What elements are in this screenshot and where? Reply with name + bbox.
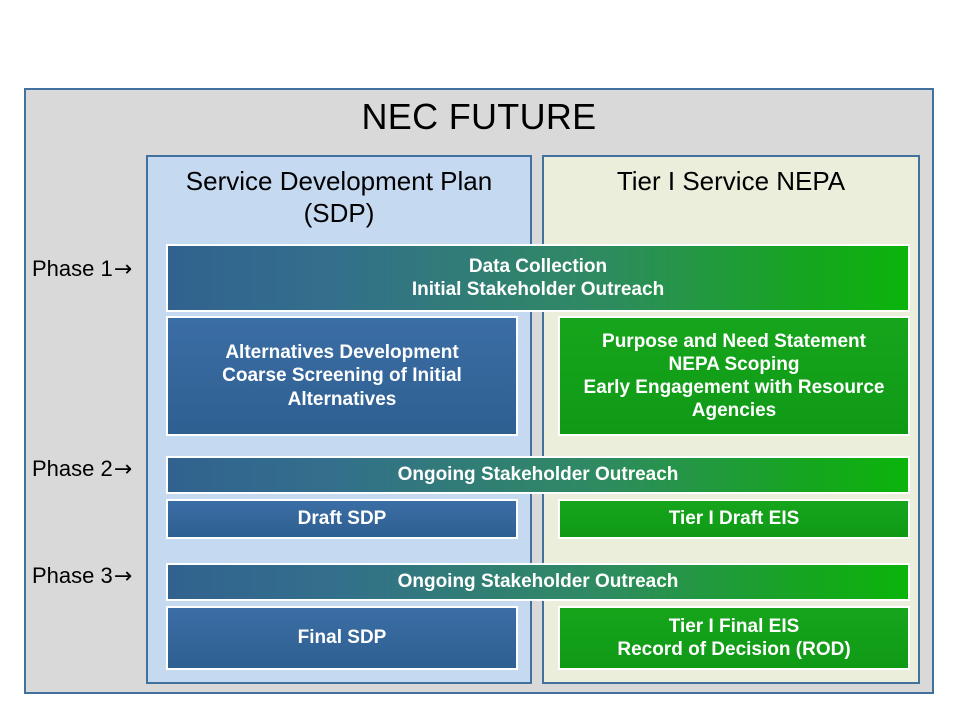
phase-label-1-text: Phase 1 — [32, 256, 113, 281]
arrow-right-icon: → — [113, 457, 133, 482]
arrow-right-icon: → — [113, 564, 133, 589]
box-ongoing-outreach-phase3: Ongoing Stakeholder Outreach — [166, 563, 910, 601]
phase-label-2: Phase 2→ — [32, 456, 132, 482]
phase-label-1: Phase 1→ — [32, 256, 132, 282]
box-draft-sdp: Draft SDP — [166, 499, 518, 539]
arrow-right-icon: → — [113, 257, 133, 282]
phase-label-3: Phase 3→ — [32, 563, 132, 589]
box-ongoing-outreach-phase2: Ongoing Stakeholder Outreach — [166, 456, 910, 494]
phase-label-2-text: Phase 2 — [32, 456, 113, 481]
box-tier-i-draft-eis: Tier I Draft EIS — [558, 499, 910, 539]
phase-label-3-text: Phase 3 — [32, 563, 113, 588]
box-final-sdp: Final SDP — [166, 606, 518, 670]
page-title: NEC FUTURE — [361, 96, 597, 137]
column-title-sdp: Service Development Plan (SDP) — [185, 166, 493, 228]
column-title-nepa: Tier I Service NEPA — [616, 166, 846, 196]
